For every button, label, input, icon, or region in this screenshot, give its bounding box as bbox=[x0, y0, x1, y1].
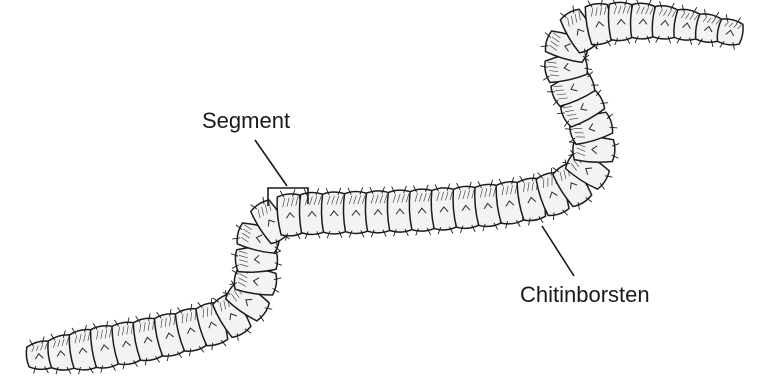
earthworm-body bbox=[26, 0, 743, 374]
segment-label: Segment bbox=[202, 108, 290, 133]
bristles-label: Chitinborsten bbox=[520, 282, 650, 307]
bristles-leader-line bbox=[542, 226, 574, 276]
segment-leader-line bbox=[255, 140, 287, 186]
body-segment bbox=[717, 14, 743, 49]
chitin-bristle bbox=[553, 212, 554, 220]
chitin-bristle bbox=[551, 168, 552, 176]
